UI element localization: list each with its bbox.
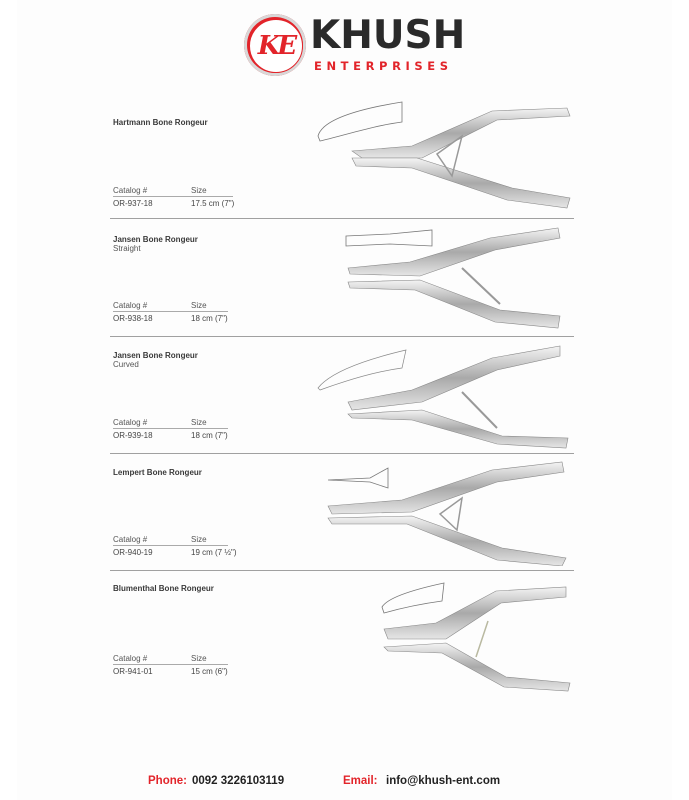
logo-emblem: KE bbox=[244, 14, 306, 76]
catalog-underline bbox=[113, 664, 228, 665]
catalog-number: OR-940-19 bbox=[113, 548, 153, 557]
size-label: Size bbox=[191, 535, 207, 544]
product-size: 17.5 cm (7") bbox=[191, 199, 235, 208]
catalog-label: Catalog # bbox=[113, 418, 148, 427]
size-label: Size bbox=[191, 654, 207, 663]
phone-label: Phone: bbox=[148, 775, 187, 787]
product-size: 19 cm (7 ½") bbox=[191, 548, 237, 557]
catalog-number: OR-939-18 bbox=[113, 431, 153, 440]
product-subtitle: Curved bbox=[113, 360, 139, 369]
size-label: Size bbox=[191, 418, 207, 427]
catalog-underline bbox=[113, 196, 233, 197]
row-divider bbox=[110, 453, 574, 454]
size-label: Size bbox=[191, 186, 207, 195]
size-label: Size bbox=[191, 301, 207, 310]
product-name: Jansen Bone Rongeur bbox=[113, 235, 198, 244]
lempert-rongeur-image bbox=[327, 461, 567, 566]
product-name: Hartmann Bone Rongeur bbox=[113, 118, 208, 127]
catalog-number: OR-938-18 bbox=[113, 314, 153, 323]
catalog-label: Catalog # bbox=[113, 654, 148, 663]
page-background bbox=[17, 0, 672, 800]
catalog-number: OR-941-01 bbox=[113, 667, 153, 676]
product-size: 18 cm (7") bbox=[191, 431, 228, 440]
product-name: Lempert Bone Rongeur bbox=[113, 468, 202, 477]
email-label: Email: bbox=[343, 775, 378, 787]
product-name: Jansen Bone Rongeur bbox=[113, 351, 198, 360]
catalog-label: Catalog # bbox=[113, 301, 148, 310]
brand-logo: KE KHUSH ENTERPRISES bbox=[244, 14, 465, 78]
row-divider bbox=[110, 570, 574, 571]
row-divider bbox=[110, 336, 574, 337]
product-row: Jansen Bone Rongeur Straight Catalog # S… bbox=[110, 235, 574, 335]
brand-tagline: ENTERPRISES bbox=[314, 59, 453, 73]
row-divider bbox=[110, 218, 574, 219]
product-subtitle: Straight bbox=[113, 244, 141, 253]
catalog-underline bbox=[113, 311, 228, 312]
product-row: Lempert Bone Rongeur Catalog # Size OR-9… bbox=[110, 468, 574, 568]
jansen-curved-rongeur-image bbox=[317, 345, 569, 449]
catalog-underline bbox=[113, 545, 228, 546]
product-size: 15 cm (6") bbox=[191, 667, 228, 676]
catalog-underline bbox=[113, 428, 228, 429]
blumenthal-rongeur-image bbox=[381, 582, 571, 692]
logo-monogram: KE bbox=[249, 19, 303, 73]
product-name: Blumenthal Bone Rongeur bbox=[113, 584, 214, 593]
product-row: Hartmann Bone Rongeur Catalog # Size OR-… bbox=[110, 118, 574, 218]
catalog-number: OR-937-18 bbox=[113, 199, 153, 208]
email-address[interactable]: info@khush-ent.com bbox=[386, 775, 501, 787]
product-row: Blumenthal Bone Rongeur Catalog # Size O… bbox=[110, 584, 574, 684]
hartmann-rongeur-image bbox=[317, 101, 571, 209]
catalog-label: Catalog # bbox=[113, 535, 148, 544]
jansen-straight-rongeur-image bbox=[345, 227, 561, 329]
catalog-label: Catalog # bbox=[113, 186, 148, 195]
product-size: 18 cm (7") bbox=[191, 314, 228, 323]
product-row: Jansen Bone Rongeur Curved Catalog # Siz… bbox=[110, 351, 574, 451]
phone-number[interactable]: 0092 3226103119 bbox=[192, 775, 285, 787]
contact-footer: Phone: 0092 3226103119 Email: info@khush… bbox=[0, 775, 689, 791]
brand-name: KHUSH bbox=[310, 13, 466, 58]
